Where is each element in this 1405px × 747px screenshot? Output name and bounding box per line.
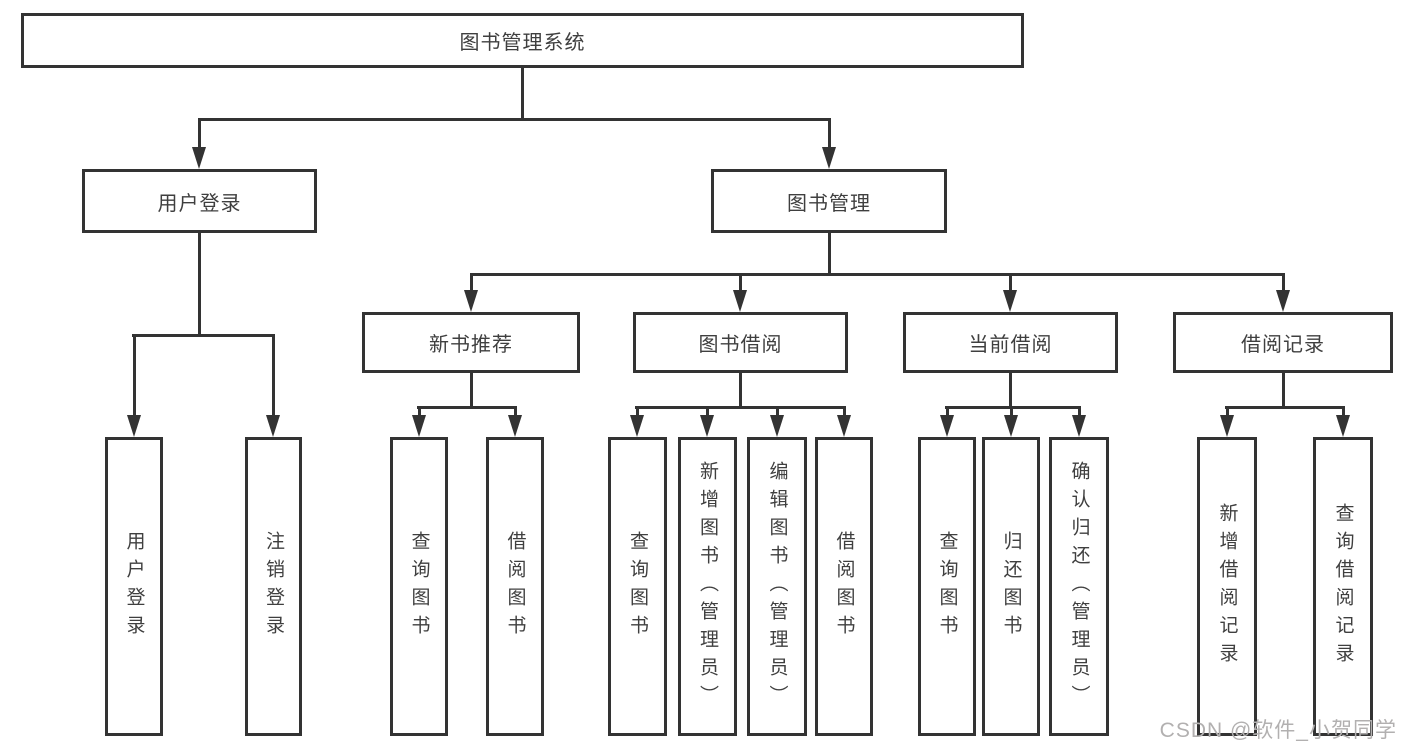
- node-book-borrow: 图书借阅: [633, 312, 848, 373]
- connector-root-stub: [521, 68, 524, 118]
- leaf-borrow-books: 借阅图书: [815, 437, 873, 736]
- arrow-down-icon: [266, 415, 280, 437]
- connector-group2-stub: [470, 373, 473, 406]
- arrow-down-icon: [1004, 415, 1018, 437]
- connector-shaft: [739, 273, 742, 293]
- node-borrow-records: 借阅记录: [1173, 312, 1393, 373]
- connector-shaft: [636, 406, 639, 418]
- leaf-user-login: 用户登录: [105, 437, 163, 736]
- arrow-down-icon: [733, 290, 747, 312]
- arrow-down-icon: [700, 415, 714, 437]
- arrow-down-icon: [127, 415, 141, 437]
- arrow-down-icon: [1003, 290, 1017, 312]
- leaf-label: 查询图书: [627, 530, 648, 643]
- connector-userlogin-bus: [132, 334, 274, 337]
- leaf-query-books-recommend: 查询图书: [390, 437, 448, 736]
- leaf-add-borrow-record: 新增借阅记录: [1197, 437, 1257, 736]
- connector-shaft: [1282, 273, 1285, 293]
- leaf-query-books-current: 查询图书: [918, 437, 976, 736]
- connector-shaft: [946, 406, 949, 418]
- leaf-label: 新增图书（管理员）: [697, 460, 718, 713]
- leaf-label: 新增借阅记录: [1216, 502, 1238, 671]
- connector-shaft: [272, 334, 275, 417]
- leaf-label: 归还图书: [1000, 530, 1022, 643]
- leaf-label: 借阅图书: [504, 530, 526, 643]
- connector-group3-stub: [739, 373, 742, 406]
- arrow-down-icon: [1072, 415, 1086, 437]
- leaf-borrow-books-recommend: 借阅图书: [486, 437, 544, 736]
- connector-shaft: [133, 334, 136, 417]
- node-user-login: 用户登录: [82, 169, 317, 233]
- arrow-down-icon: [508, 415, 522, 437]
- connector-level2-bus: [470, 273, 1285, 276]
- leaf-query-books-borrow: 查询图书: [608, 437, 667, 736]
- arrow-down-icon: [464, 290, 478, 312]
- leaf-label: 借阅图书: [833, 530, 855, 643]
- leaf-confirm-return-admin: 确认归还（管理员）: [1049, 437, 1109, 736]
- arrow-down-icon: [1220, 415, 1234, 437]
- connector-shaft: [1010, 406, 1013, 418]
- leaf-label: 注销登录: [263, 530, 284, 643]
- node-new-book-recommend: 新书推荐: [362, 312, 580, 373]
- leaf-label: 查询图书: [408, 530, 430, 643]
- arrow-down-icon: [412, 415, 426, 437]
- arrow-down-icon: [1336, 415, 1350, 437]
- leaf-label: 编辑图书（管理员）: [766, 460, 788, 713]
- connector-group5-bus: [1225, 406, 1345, 409]
- leaf-query-borrow-record: 查询借阅记录: [1313, 437, 1373, 736]
- watermark: CSDN @软件_小贺同学: [1159, 719, 1397, 742]
- arrow-down-icon: [822, 147, 836, 169]
- connector-group3-bus: [635, 406, 846, 409]
- connector-shaft: [776, 406, 779, 418]
- leaf-label: 用户登录: [123, 530, 145, 643]
- arrow-down-icon: [770, 415, 784, 437]
- node-root: 图书管理系统: [21, 13, 1024, 68]
- connector-shaft: [198, 118, 201, 152]
- leaf-add-books-admin: 新增图书（管理员）: [678, 437, 737, 736]
- connector-group2-bus: [417, 406, 517, 409]
- connector-shaft: [828, 118, 831, 152]
- leaf-label: 确认归还（管理员）: [1068, 460, 1090, 713]
- connector-shaft: [843, 406, 846, 418]
- connector-shaft: [706, 406, 709, 418]
- connector-group4-stub: [1009, 373, 1012, 406]
- leaf-edit-books-admin: 编辑图书（管理员）: [747, 437, 807, 736]
- connector-shaft: [514, 406, 517, 418]
- connector-shaft: [1078, 406, 1081, 418]
- connector-group5-stub: [1282, 373, 1285, 406]
- leaf-label: 查询图书: [936, 530, 958, 643]
- node-book-management: 图书管理: [711, 169, 947, 233]
- connector-shaft: [470, 273, 473, 293]
- connector-group4-bus: [945, 406, 1081, 409]
- connector-bookmgmt-stub: [828, 233, 831, 273]
- connector-shaft: [1342, 406, 1345, 418]
- connector-level1-bus: [198, 118, 831, 121]
- leaf-logout: 注销登录: [245, 437, 302, 736]
- connector-userlogin-stub: [198, 233, 201, 337]
- arrow-down-icon: [630, 415, 644, 437]
- leaf-label: 查询借阅记录: [1332, 502, 1354, 671]
- connector-shaft: [1226, 406, 1229, 418]
- arrow-down-icon: [940, 415, 954, 437]
- node-current-borrow: 当前借阅: [903, 312, 1118, 373]
- arrow-down-icon: [192, 147, 206, 169]
- leaf-return-books: 归还图书: [982, 437, 1040, 736]
- connector-shaft: [418, 406, 421, 418]
- arrow-down-icon: [837, 415, 851, 437]
- arrow-down-icon: [1276, 290, 1290, 312]
- connector-shaft: [1009, 273, 1012, 293]
